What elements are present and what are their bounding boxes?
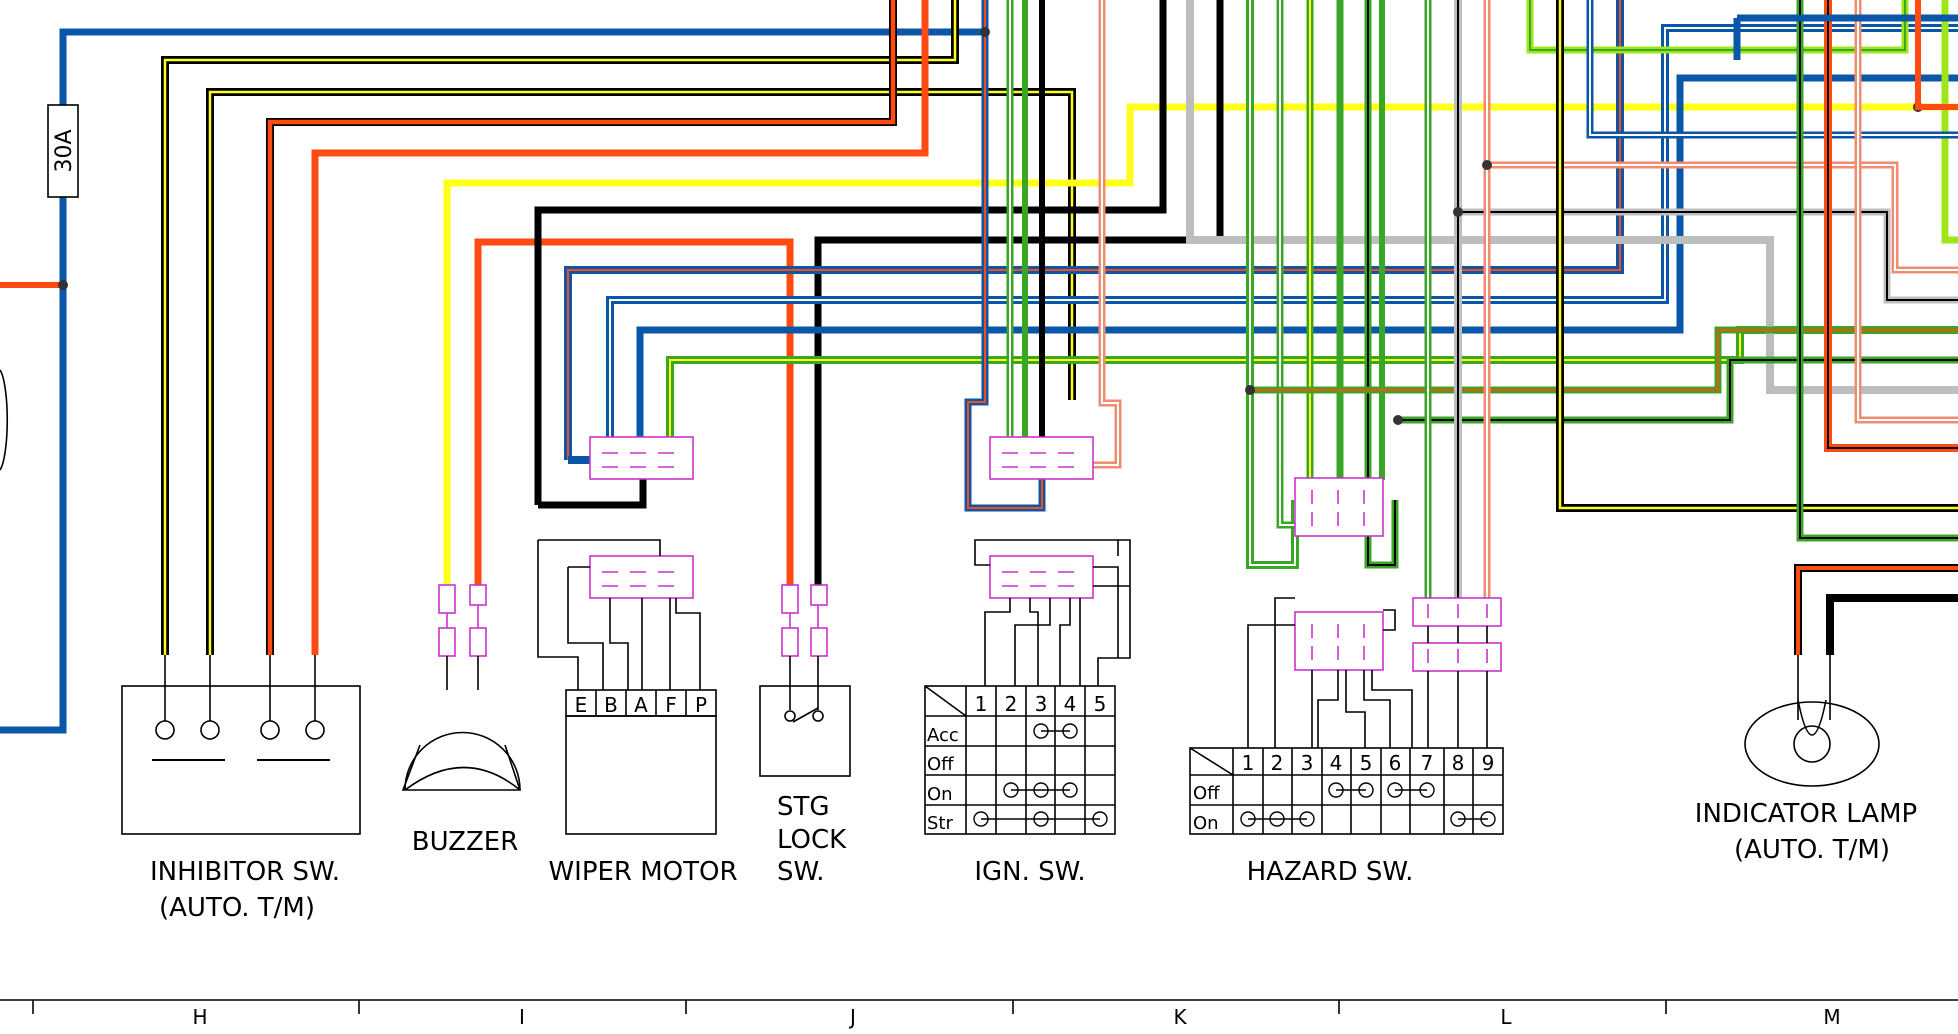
wire-black-indicator — [1826, 594, 1958, 655]
wire-blue-plain — [636, 74, 1958, 440]
hazard-col-6: 6 — [1389, 751, 1402, 775]
wire-black-yellow-1 — [161, 0, 959, 655]
ign-switch-label: IGN. SW. — [974, 857, 1085, 887]
hazard-connector-lower — [1294, 611, 1384, 671]
wire-grey-black-8 — [1454, 0, 1958, 600]
wire-orange-buzzer — [474, 238, 794, 585]
ign-row-acc: Acc — [927, 725, 959, 746]
ign-connector-top — [989, 436, 1094, 480]
zone-k: K — [1173, 1005, 1187, 1029]
stg-label-line1: STG — [777, 792, 830, 822]
wire-green-right — [1796, 0, 1958, 542]
ign-col-3: 3 — [1035, 692, 1048, 716]
hazard-switch-table: 1 2 3 4 5 6 7 8 9 Off On — [1189, 747, 1504, 835]
hazard-switch-label: HAZARD SW. — [1247, 857, 1414, 887]
wire-black-yellow-2 — [206, 88, 1076, 655]
hazard-col-7: 7 — [1421, 751, 1434, 775]
wire-lightgreen — [1526, 0, 1958, 244]
hazard-col-4: 4 — [1330, 751, 1343, 775]
inhibitor-label-line1: INHIBITOR SW. — [150, 857, 340, 887]
hazard-col-2: 2 — [1271, 751, 1284, 775]
ign-switch-leads — [974, 539, 1131, 686]
ign-col-5: 5 — [1094, 692, 1107, 716]
hazard-connector-right-1 — [1412, 597, 1502, 627]
wire-salmon-ign — [1092, 0, 1122, 469]
stg-label-line2: LOCK — [777, 825, 847, 855]
wire-green-yellow — [666, 326, 1958, 440]
indicator-label-line1: INDICATOR LAMP — [1695, 799, 1917, 829]
wiper-connector-top — [589, 436, 694, 480]
ign-row-on: On — [927, 784, 953, 805]
ign-col-1: 1 — [975, 692, 988, 716]
wire-orange-right-2 — [1915, 0, 1958, 110]
wire-blue-main — [0, 0, 989, 734]
wire-green-hazard-2 — [1276, 0, 1295, 529]
zone-i: I — [519, 1005, 525, 1029]
grid-ruler: H I J K L M — [0, 999, 1958, 1029]
wiper-terminal-p: P — [695, 693, 707, 717]
wire-black-stg — [814, 0, 1224, 585]
wiper-motor: E B A F P — [537, 539, 717, 835]
ign-row-str: Str — [927, 813, 953, 834]
inhibitor-label-line2: (AUTO. T/M) — [159, 893, 315, 923]
buzzer — [401, 584, 522, 791]
stg-label-line3: SW. — [777, 857, 825, 887]
wire-orange-2 — [311, 0, 929, 655]
junction-dot — [1393, 415, 1403, 425]
buzzer-label: BUZZER — [412, 827, 519, 857]
hazard-col-9: 9 — [1482, 751, 1495, 775]
hazard-switch-leads — [1247, 597, 1488, 748]
wire-grey — [1186, 0, 1958, 394]
wiper-terminal-f: F — [665, 693, 677, 717]
ign-row-off: Off — [927, 754, 954, 775]
inhibitor-switch — [121, 655, 361, 835]
wiper-terminal-e: E — [575, 693, 588, 717]
hazard-row-off: Off — [1193, 783, 1220, 804]
zone-m: M — [1823, 1005, 1840, 1029]
wire-orange-indicator — [1794, 564, 1958, 655]
wiper-terminal-b: B — [604, 693, 618, 717]
junction-dot — [980, 27, 990, 37]
wire-orange-black — [266, 0, 897, 655]
wiper-terminal-a: A — [634, 693, 648, 717]
hazard-col-3: 3 — [1301, 751, 1314, 775]
wire-salmon-right — [1854, 0, 1958, 424]
wire-orange-right — [1824, 0, 1958, 452]
wire-green-hazard-1 — [1246, 0, 1299, 569]
junction-dot — [1245, 385, 1255, 395]
wire-green-hazard-5 — [1364, 0, 1399, 569]
hazard-col-8: 8 — [1452, 751, 1465, 775]
ign-connector-mid — [989, 555, 1094, 599]
partial-component-outline — [0, 369, 9, 471]
stg-lock-switch — [759, 584, 851, 777]
wiper-connector-mid — [589, 555, 694, 599]
zone-h: H — [192, 1005, 207, 1029]
wire-blue-orange-ign — [964, 0, 1046, 512]
ign-switch-table: 1 2 3 4 5 Acc Off On Str — [924, 685, 1116, 835]
hazard-connector-upper — [1294, 477, 1384, 537]
wiper-motor-label: WIPER MOTOR — [548, 857, 737, 887]
zone-j: J — [848, 1005, 856, 1029]
hazard-col-1: 1 — [1242, 751, 1255, 775]
hazard-col-5: 5 — [1360, 751, 1373, 775]
fuse-30a: 30A — [47, 104, 79, 198]
indicator-label-line2: (AUTO. T/M) — [1734, 835, 1890, 865]
wire-blue-white — [606, 24, 1958, 440]
junction-dot — [1482, 160, 1492, 170]
wire-salmon-9 — [1483, 0, 1958, 600]
fuse-label: 30A — [52, 129, 77, 172]
ign-col-2: 2 — [1005, 692, 1018, 716]
junction-dot — [1453, 207, 1463, 217]
hazard-connector-right-2 — [1412, 642, 1502, 672]
wire-blue-right-2 — [1733, 14, 1958, 60]
wire-yellow-buzzer — [443, 103, 1958, 585]
ign-col-4: 4 — [1064, 692, 1077, 716]
junction-dot — [58, 280, 68, 290]
wire-black-yellow-right — [1556, 0, 1958, 512]
zone-l: L — [1500, 1005, 1512, 1029]
hazard-row-on: On — [1193, 813, 1219, 834]
wire-blue-right — [1586, 0, 1958, 139]
indicator-lamp — [1744, 655, 1880, 787]
